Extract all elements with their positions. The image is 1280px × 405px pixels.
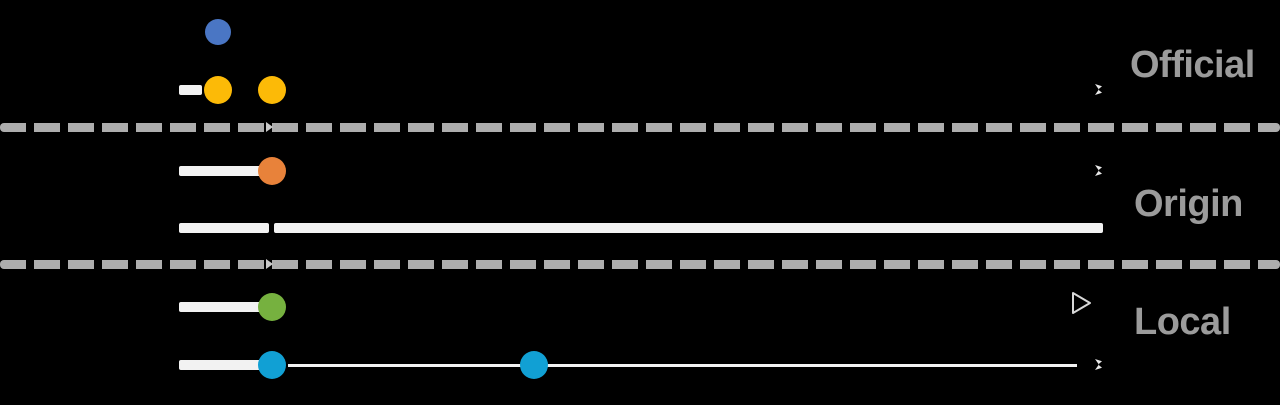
separator-official-origin-marker bbox=[266, 122, 273, 132]
official-row-2-bar bbox=[179, 85, 202, 95]
play-triangle-icon[interactable] bbox=[1068, 290, 1094, 316]
node-green-local[interactable] bbox=[258, 293, 286, 321]
node-cyan-local-2[interactable] bbox=[520, 351, 548, 379]
origin-row-2-bar bbox=[179, 223, 269, 233]
lane-title-official: Official bbox=[1130, 44, 1255, 86]
local-row-2-bar bbox=[179, 360, 262, 370]
node-cyan-local-1[interactable] bbox=[258, 351, 286, 379]
local-row-2-line bbox=[288, 364, 1077, 367]
origin-row-2-bar-extended bbox=[274, 223, 1103, 233]
lane-title-origin: Origin bbox=[1134, 183, 1243, 225]
node-yellow-official-1[interactable] bbox=[204, 76, 232, 104]
separator-official-origin bbox=[0, 123, 1280, 132]
lane-title-local: Local bbox=[1134, 301, 1231, 343]
node-orange-origin[interactable] bbox=[258, 157, 286, 185]
origin-row-1-end-glyph bbox=[1095, 165, 1102, 176]
origin-row-1-bar bbox=[179, 166, 268, 176]
separator-origin-local-marker bbox=[266, 259, 273, 269]
separator-origin-local bbox=[0, 260, 1280, 269]
official-row-2-end-glyph bbox=[1095, 84, 1102, 95]
node-blue-official[interactable] bbox=[205, 19, 231, 45]
node-yellow-official-2[interactable] bbox=[258, 76, 286, 104]
local-row-2-end-glyph bbox=[1095, 359, 1102, 370]
local-row-1-bar bbox=[179, 302, 262, 312]
